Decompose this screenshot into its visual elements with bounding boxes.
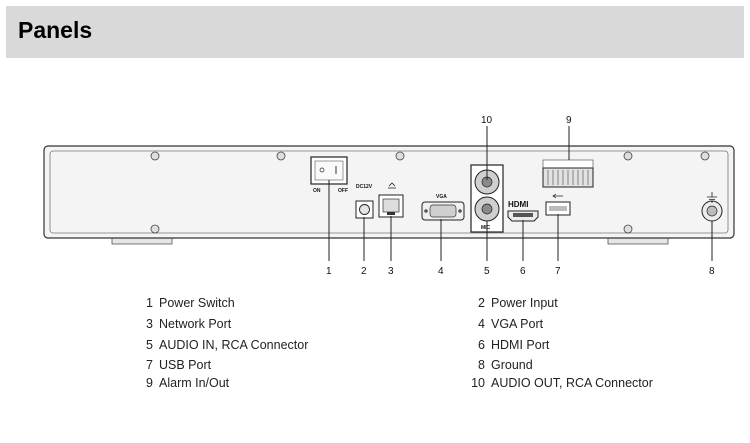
callout-9: 9 [566, 115, 572, 126]
network-port [378, 182, 404, 218]
screws [150, 151, 710, 234]
callout-4: 4 [438, 266, 444, 277]
switch-on-label: ON [313, 188, 321, 194]
leader-lines [328, 126, 713, 261]
hdmi-port [507, 210, 539, 222]
audio-rca-block [470, 164, 504, 233]
section-header: Panels [6, 6, 744, 58]
callout-7: 7 [555, 266, 561, 277]
power-switch [310, 156, 348, 185]
page-title: Panels [18, 17, 93, 43]
chassis-outline [43, 145, 735, 239]
callout-5: 5 [484, 266, 490, 277]
switch-off-label: OFF [338, 188, 348, 194]
mic-label: MIC [481, 225, 491, 231]
callout-6: 6 [520, 266, 526, 277]
vga-label: VGA [436, 194, 447, 200]
callout-3: 3 [388, 266, 394, 277]
callout-2: 2 [361, 266, 367, 277]
alarm-terminal-block [542, 159, 594, 188]
dc-label: DC12V [356, 184, 373, 190]
power-input-jack [355, 200, 374, 219]
callout-10: 10 [481, 115, 493, 126]
callout-8: 8 [709, 266, 715, 277]
vga-port [421, 201, 465, 221]
callout-1: 1 [326, 266, 332, 277]
hdmi-label: HDMI [508, 200, 528, 209]
ground-screw [701, 192, 723, 222]
